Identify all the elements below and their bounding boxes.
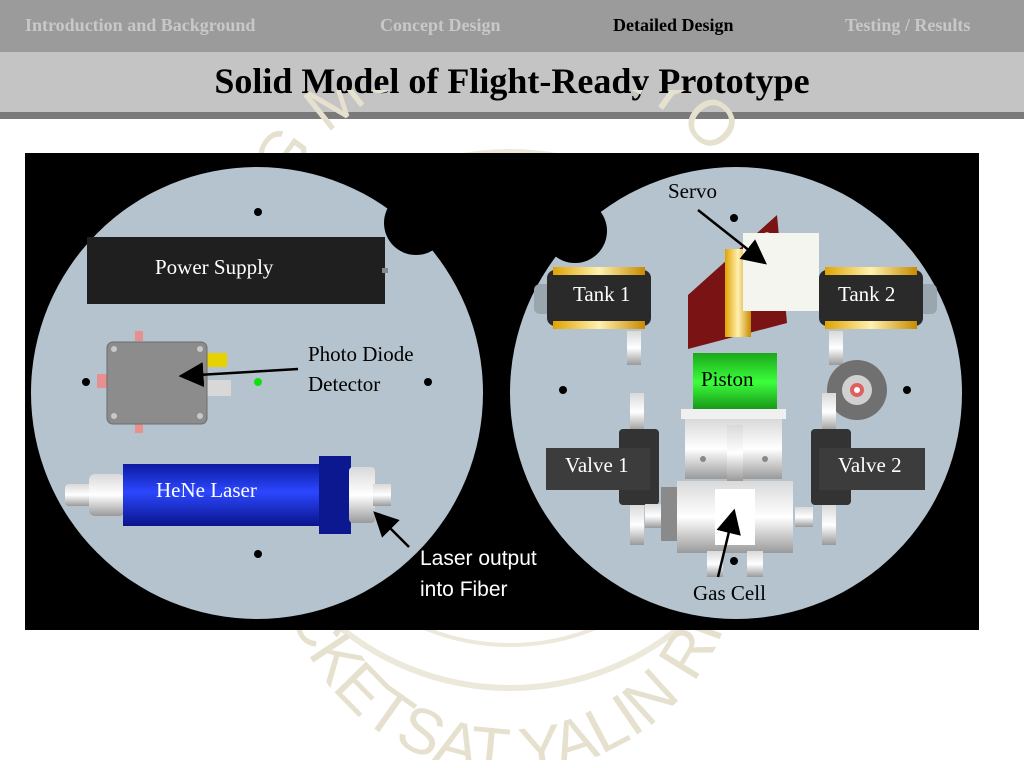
gas-cell-label: Gas Cell	[693, 581, 766, 605]
hene-laser-label: HeNe Laser	[156, 478, 257, 502]
left-mounting-disk	[31, 167, 483, 619]
power-supply-box	[87, 237, 385, 304]
servo-arrow	[697, 209, 767, 265]
piston-label: Piston	[701, 367, 754, 391]
piston	[693, 353, 777, 411]
photo-diode-arrow	[178, 362, 299, 388]
tank-1	[534, 267, 651, 365]
tank-2	[819, 267, 937, 365]
solid-model-figure: Power Supply Photo Diode Detector HeNe L…	[25, 153, 979, 630]
valve-1	[546, 393, 659, 545]
valve-2	[811, 393, 925, 545]
laser-output-label-line1: Laser output	[420, 547, 537, 570]
valve-1-label: Valve 1	[565, 453, 629, 477]
title-bar-shadow	[0, 112, 1024, 119]
valve-2-label: Valve 2	[838, 453, 902, 477]
laser-output-label-line2: into Fiber	[420, 578, 508, 601]
nav-introduction-and-background[interactable]: Introduction and Background	[25, 15, 256, 35]
hene-laser	[65, 456, 391, 534]
power-supply-label: Power Supply	[155, 255, 274, 279]
photo-diode-label-line2: Detector	[308, 372, 381, 396]
nav-concept-design[interactable]: Concept Design	[380, 15, 501, 35]
nav-testing-results[interactable]: Testing / Results	[845, 15, 971, 35]
top-navigation: Introduction and Background Concept Desi…	[0, 0, 1024, 52]
laser-output-arrow	[373, 511, 410, 548]
gas-cell-arrow	[716, 508, 741, 578]
page-title: Solid Model of Flight-Ready Prototype	[214, 61, 810, 101]
tank-1-label: Tank 1	[573, 282, 631, 306]
nav-detailed-design[interactable]: Detailed Design	[613, 15, 734, 35]
round-fitting	[827, 360, 887, 420]
servo-label: Servo	[668, 179, 717, 203]
title-bar	[0, 52, 1024, 112]
tank-2-label: Tank 2	[838, 282, 896, 306]
photo-diode-label-line1: Photo Diode	[308, 342, 414, 366]
